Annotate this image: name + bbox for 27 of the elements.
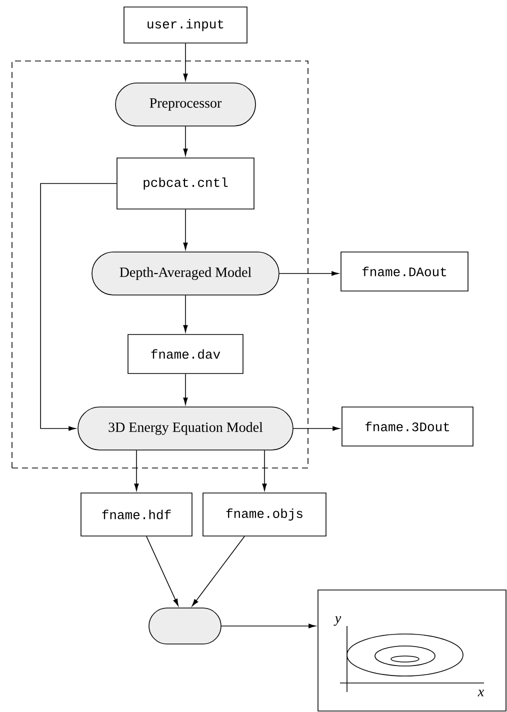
file-box: fname.objs [202, 492, 326, 536]
axis-label: x [478, 690, 484, 696]
arrow [183, 209, 188, 250]
file-box: fname.dav [128, 334, 244, 374]
arrow [262, 450, 267, 491]
file-box: pcbcat.cntl [116, 158, 254, 210]
file-box: fname.DAout [340, 252, 468, 292]
file-box: fname.hdf [80, 492, 192, 536]
arrow [183, 126, 188, 156]
file-box: fname.3Dout [342, 406, 474, 446]
arrow [134, 450, 139, 491]
arrow [183, 374, 188, 405]
arrow [183, 43, 188, 81]
file-box: user.input [124, 6, 248, 44]
process-box: Preprocessor [115, 82, 256, 126]
axis-label: y [334, 616, 342, 626]
arrow [221, 624, 316, 628]
arrow [279, 271, 339, 276]
process-box: Depth-Averaged Model [92, 252, 280, 296]
arrow [192, 536, 245, 606]
arrow [40, 183, 117, 431]
arrow [183, 295, 188, 332]
arrow [146, 536, 178, 606]
group-frame [12, 60, 308, 468]
process-box [148, 608, 222, 644]
process-box: 3D Energy Equation Model [78, 406, 294, 450]
arrow [293, 426, 340, 431]
